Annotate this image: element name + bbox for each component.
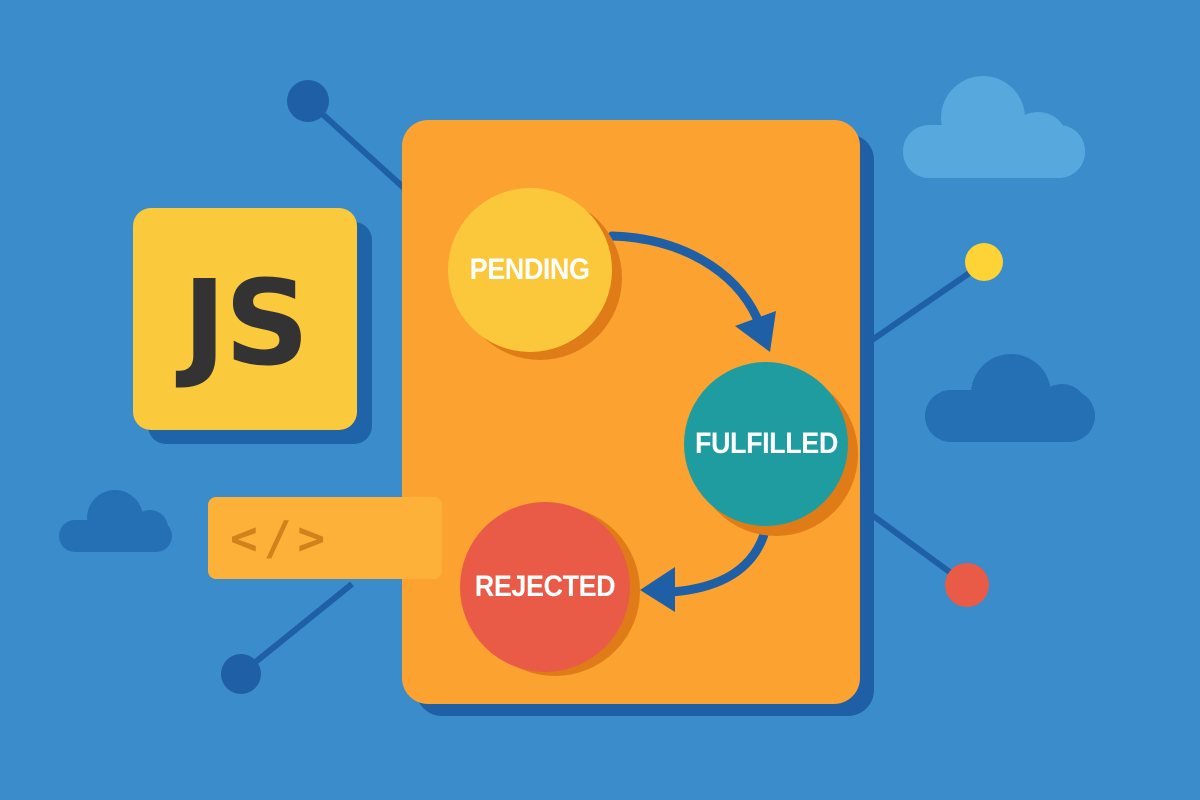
- js-logo: JS: [133, 208, 357, 430]
- arrowhead-rejected: [640, 567, 675, 612]
- rejected-state: REJECTED: [460, 502, 630, 672]
- node-dot-yellow: [965, 243, 1003, 281]
- pending-state: PENDING: [448, 188, 612, 352]
- cloud-icon-top-right: [903, 76, 1085, 178]
- rejected-label: REJECTED: [474, 570, 616, 603]
- node-dot-top-left: [287, 80, 329, 122]
- arrow-fulfilled-to-rejected: [667, 523, 771, 597]
- js-logo-text: JS: [182, 254, 310, 392]
- pending-label: PENDING: [470, 253, 590, 286]
- fulfilled-state: FULFILLED: [684, 362, 848, 526]
- fulfilled-label: FULFILLED: [694, 427, 838, 460]
- connector-line-top-left: [305, 98, 407, 191]
- arrowhead-fulfilled: [735, 311, 776, 352]
- code-brackets-icon: </>: [230, 511, 332, 565]
- cloud-icon-left: [59, 490, 172, 552]
- code-tag-badge: </>: [208, 497, 442, 579]
- connector-line-right-top: [870, 260, 986, 343]
- cloud-icon-mid-right: [925, 354, 1095, 442]
- node-dot-red: [945, 563, 989, 607]
- arrow-pending-to-fulfilled: [607, 231, 762, 323]
- connector-line-bottom-left: [240, 581, 354, 676]
- node-dot-bottom-left: [221, 654, 261, 694]
